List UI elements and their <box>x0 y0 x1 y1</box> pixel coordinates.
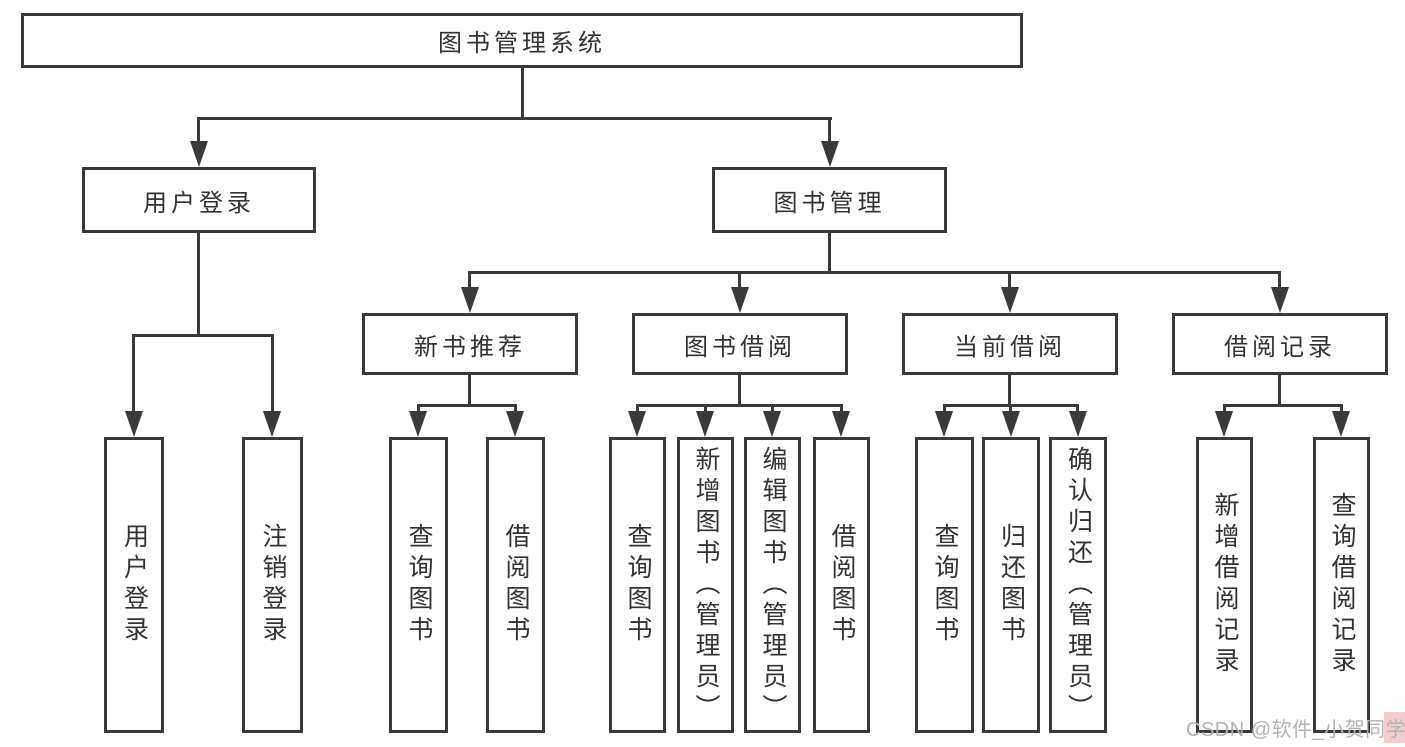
connector <box>417 404 420 413</box>
leaf-borrow-books: 借阅图书 <box>813 437 870 733</box>
connector <box>1076 404 1079 413</box>
leaf-logout: 注销登录 <box>242 437 303 733</box>
node-label: 查询图书 <box>931 523 959 647</box>
node-label: 查询图书 <box>624 523 652 647</box>
arrow-down-icon <box>409 411 427 437</box>
connector <box>417 404 517 407</box>
arrow-down-icon <box>821 141 839 167</box>
connector <box>132 334 135 415</box>
node-book-management: 图书管理 <box>712 167 947 233</box>
leaf-add-borrow-record: 新增借阅记录 <box>1196 437 1253 733</box>
node-label: 借阅图书 <box>502 523 530 647</box>
connector <box>828 117 831 144</box>
leaf-query-books-current: 查询图书 <box>915 437 974 733</box>
node-label: 借阅图书 <box>828 523 856 647</box>
connector <box>521 68 524 118</box>
connector <box>636 404 639 413</box>
node-label: 图书管理系统 <box>438 30 606 57</box>
leaf-add-book-admin: 新增图书（管理员） <box>677 437 734 733</box>
arrow-down-icon <box>1215 411 1233 437</box>
node-label: 注销登录 <box>259 523 287 647</box>
node-borrow-records: 借阅记录 <box>1172 313 1388 375</box>
arrow-down-icon <box>731 287 749 313</box>
connector <box>271 334 274 415</box>
arrow-down-icon <box>1002 411 1020 437</box>
leaf-borrow-books-recommend: 借阅图书 <box>486 437 545 733</box>
node-library-management-system: 图书管理系统 <box>21 13 1023 68</box>
arrow-down-icon <box>1332 411 1350 437</box>
node-user-login: 用户登录 <box>82 167 316 233</box>
node-current-borrowing: 当前借阅 <box>902 313 1118 375</box>
watermark-accent <box>1384 712 1405 743</box>
connector <box>1008 375 1011 406</box>
leaf-query-books-borrowing: 查询图书 <box>609 437 666 733</box>
node-label: 查询图书 <box>405 523 433 647</box>
arrow-down-icon <box>628 411 646 437</box>
node-label: 借阅记录 <box>1224 333 1336 361</box>
arrow-down-icon <box>763 411 781 437</box>
connector <box>468 271 471 291</box>
arrow-down-icon <box>935 411 953 437</box>
arrow-down-icon <box>125 411 143 437</box>
connector <box>771 404 774 413</box>
connector <box>738 271 741 291</box>
connector <box>1223 404 1343 407</box>
arrow-down-icon <box>190 141 208 167</box>
connector <box>828 233 831 274</box>
connector <box>468 271 1281 274</box>
connector <box>636 404 843 407</box>
node-label: 新书推荐 <box>414 333 526 361</box>
arrow-down-icon <box>696 411 714 437</box>
connector <box>1278 271 1281 291</box>
arrow-down-icon <box>832 411 850 437</box>
node-label: 用户登录 <box>120 523 149 647</box>
leaf-query-books-recommend: 查询图书 <box>389 437 448 733</box>
connector <box>468 375 471 406</box>
connector <box>197 117 200 144</box>
arrow-down-icon <box>1001 287 1019 313</box>
connector <box>514 404 517 413</box>
connector <box>1278 375 1281 406</box>
connector <box>943 404 946 413</box>
connector <box>840 404 843 413</box>
leaf-query-borrow-record: 查询借阅记录 <box>1313 437 1370 733</box>
node-label: 当前借阅 <box>954 333 1066 361</box>
node-label: 新增借阅记录 <box>1211 492 1239 678</box>
node-label: 用户登录 <box>143 189 255 217</box>
connector <box>704 404 707 413</box>
connector <box>197 233 200 337</box>
connector <box>1340 404 1343 413</box>
node-book-borrowing: 图书借阅 <box>632 313 848 375</box>
connector <box>1223 404 1226 413</box>
leaf-return-book: 归还图书 <box>982 437 1040 733</box>
watermark: CSDN @软件_小贺同学 <box>1186 719 1405 741</box>
leaf-edit-book-admin: 编辑图书（管理员） <box>744 437 801 733</box>
node-label: 图书管理 <box>773 189 886 217</box>
connector <box>738 375 741 406</box>
connector <box>1008 271 1011 291</box>
connector <box>132 334 274 337</box>
node-label: 新增图书（管理员） <box>692 445 720 725</box>
leaf-confirm-return-admin: 确认归还（管理员） <box>1049 437 1107 733</box>
arrow-down-icon <box>461 287 479 313</box>
arrow-down-icon <box>506 411 524 437</box>
node-label: 编辑图书（管理员） <box>759 445 787 725</box>
node-label: 图书借阅 <box>684 333 796 361</box>
connector <box>1009 404 1012 413</box>
node-new-book-recommend: 新书推荐 <box>362 313 578 375</box>
node-label: 归还图书 <box>997 523 1026 647</box>
node-label: 确认归还（管理员） <box>1064 445 1093 725</box>
leaf-user-login: 用户登录 <box>104 437 164 733</box>
arrow-down-icon <box>1069 411 1087 437</box>
arrow-down-icon <box>263 411 281 437</box>
node-label: 查询借阅记录 <box>1328 492 1356 678</box>
arrow-down-icon <box>1271 287 1289 313</box>
connector <box>197 117 832 120</box>
